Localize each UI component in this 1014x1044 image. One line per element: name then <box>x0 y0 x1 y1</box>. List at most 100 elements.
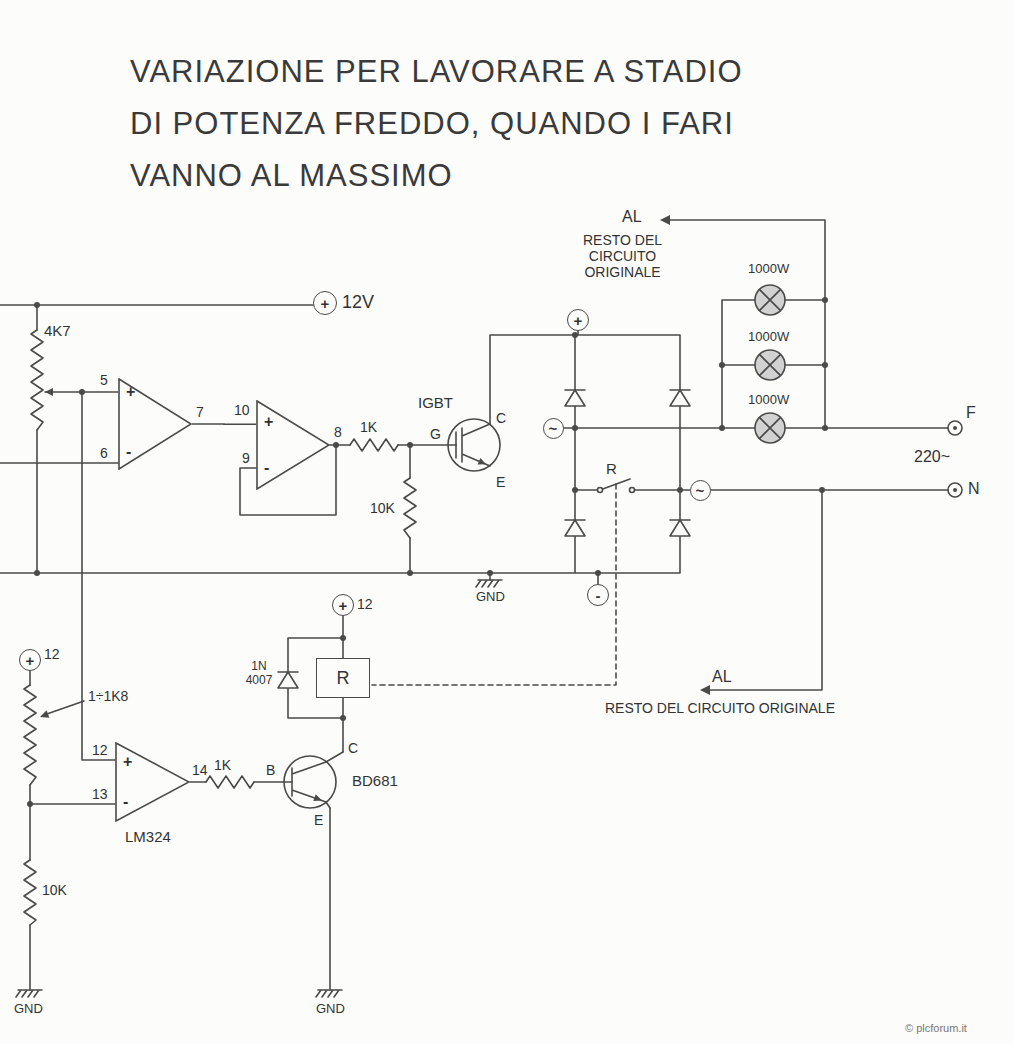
diode-symbol <box>670 520 690 536</box>
component-value: 10K <box>42 882 67 898</box>
opamp-triangle <box>257 401 329 489</box>
terminal-name: F <box>966 404 976 422</box>
transistor-symbol <box>292 752 343 808</box>
opamp-triangle <box>119 379 191 469</box>
junction-dot <box>677 487 683 493</box>
pin-number: 9 <box>242 450 250 466</box>
contact-point <box>630 488 635 493</box>
opamp-input-sign: + <box>264 414 273 430</box>
junction-dot <box>719 362 725 368</box>
ground-label: GND <box>316 1002 345 1017</box>
junction-dot <box>27 801 33 807</box>
pin-number: 13 <box>92 786 108 802</box>
component-value: 10K <box>370 500 395 516</box>
arrowhead <box>660 215 670 225</box>
junction-dot <box>34 302 40 308</box>
junction-dot <box>822 362 828 368</box>
mains-label: 220~ <box>914 448 950 466</box>
terminal-sign: ~ <box>696 483 705 498</box>
leader-line <box>44 701 84 715</box>
terminal <box>948 483 962 497</box>
note-text: RESTO DEL CIRCUITO ORIGINALE <box>600 700 840 716</box>
pin-number: 7 <box>196 404 204 420</box>
bridge-terminal: - <box>587 584 609 606</box>
supply-label: 12V <box>342 292 374 313</box>
ac-terminal: ~ <box>690 480 711 501</box>
relay-contact <box>600 479 630 490</box>
ground-label: GND <box>476 590 505 605</box>
arrowhead <box>40 710 49 718</box>
diode-symbol <box>565 390 585 406</box>
junction-dot <box>407 442 413 448</box>
lamp-power: 1000W <box>748 262 789 277</box>
junction-dot <box>719 425 725 431</box>
igbt-symbol <box>448 419 500 471</box>
terminal-sign: + <box>339 598 348 613</box>
ground-symbol <box>16 990 42 997</box>
bridge-terminal: + <box>567 309 589 331</box>
resistor-symbol <box>206 776 254 788</box>
terminal <box>948 421 962 435</box>
terminal-name: N <box>968 480 980 498</box>
terminal-sign: + <box>26 653 35 668</box>
relay-coil: R <box>316 658 370 698</box>
junction-dot <box>407 570 413 576</box>
pin-number: 12 <box>92 742 108 758</box>
pin-number: 6 <box>100 445 108 461</box>
junction-dot <box>34 570 40 576</box>
pin-name: C <box>496 410 506 426</box>
diode-bar <box>278 390 690 672</box>
igbt-symbol <box>456 424 490 466</box>
pin-name: E <box>314 812 323 828</box>
resistor-symbol <box>404 478 416 538</box>
junction-dot <box>572 487 578 493</box>
contact-name: R <box>606 460 617 477</box>
pin-number: 8 <box>334 424 342 440</box>
opamp-symbol: +- <box>118 378 192 470</box>
opamp-input-sign: - <box>123 794 128 810</box>
component-value: 1K <box>360 419 377 435</box>
watermark: © plcforum.it <box>905 1022 967 1035</box>
ground-label: GND <box>14 1002 43 1017</box>
part-name: BD681 <box>352 772 398 789</box>
note-text: AL <box>622 208 642 226</box>
resistor-symbol <box>31 330 43 430</box>
terminal-sign: + <box>321 296 330 311</box>
junction-dot <box>487 570 493 576</box>
junction-dot <box>572 332 578 338</box>
arrowhead <box>45 388 53 396</box>
note-text: AL <box>712 668 732 686</box>
note-text: RESTO DEL CIRCUITO ORIGINALE <box>555 232 690 280</box>
wire <box>192 423 256 425</box>
junction-dot <box>822 425 828 431</box>
resistor-symbol <box>24 860 36 925</box>
diode-symbol <box>565 520 585 536</box>
wire <box>0 220 948 990</box>
pin-name: C <box>348 740 358 756</box>
supply-label: 12 <box>357 596 373 612</box>
pin-number: 10 <box>234 402 250 418</box>
opamp-input-sign: + <box>123 754 132 770</box>
arrowhead <box>700 685 710 695</box>
terminal-dot <box>953 488 957 492</box>
ground-symbol <box>316 990 342 997</box>
part-name: IGBT <box>418 394 453 411</box>
terminal-sign: ~ <box>549 421 558 436</box>
supply-label: 12 <box>44 646 60 662</box>
terminal-dot <box>953 426 957 430</box>
opamp-symbol: +- <box>256 400 330 490</box>
resistor-symbol <box>350 439 398 451</box>
junction-dot <box>79 389 85 395</box>
wire <box>342 616 344 658</box>
opamp-input-sign: - <box>126 444 131 460</box>
junction-dot <box>822 297 828 303</box>
supply-terminal: + <box>19 649 41 671</box>
supply-terminal: + <box>332 594 354 616</box>
lamp-cross <box>759 289 780 438</box>
supply-terminal: + <box>313 291 337 315</box>
junction-dot <box>595 570 601 576</box>
diagram-title: VARIAZIONE PER LAVORARE A STADIO DI POTE… <box>130 46 775 202</box>
